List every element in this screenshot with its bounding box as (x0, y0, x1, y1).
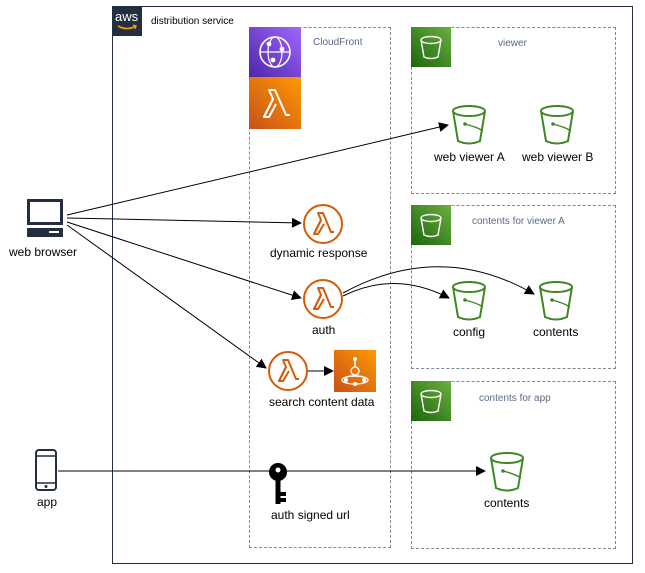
arrow-browser-to-search (66, 224, 267, 369)
web-browser-label: web browser (9, 245, 78, 259)
lambda-icon (267, 350, 309, 392)
arrow-browser-to-dynamic (66, 217, 302, 228)
contents-for-app-label: contents for app (479, 393, 551, 404)
config-label: config (453, 325, 486, 339)
contents-app-label: contents (484, 496, 530, 510)
aws-logo: aws (112, 6, 142, 36)
auth-signed-url-label: auth signed url (271, 508, 350, 522)
web-viewer-b-label: web viewer B (522, 150, 594, 164)
bucket-icon (449, 280, 489, 324)
bucket-icon (487, 451, 527, 495)
aws-group-label: distribution service (151, 16, 234, 27)
aws-smile-icon (117, 24, 137, 30)
contents-a-group-s3-icon (411, 205, 451, 245)
contents-a-label: contents (533, 325, 579, 339)
contents-for-viewer-a-group (411, 205, 616, 369)
bucket-icon (537, 104, 577, 148)
cloudfront-icon (249, 27, 301, 77)
web-browser-icon (23, 198, 67, 240)
arrow-browser-to-auth (66, 221, 302, 300)
cloudfront-group (249, 27, 391, 548)
lambda-icon (302, 278, 344, 320)
contents-app-group-s3-icon (411, 381, 451, 421)
aws-logo-text: aws (115, 9, 139, 24)
contents-for-viewer-a-label: contents for viewer A (472, 216, 565, 227)
search-content-data-label: search content data (269, 395, 375, 409)
viewer-group-label: viewer (498, 38, 527, 49)
contents-for-app-group (411, 381, 616, 549)
aws-cloud-group (112, 6, 633, 564)
web-viewer-a-label: web viewer A (434, 150, 505, 164)
dynamic-response-label: dynamic response (270, 246, 368, 260)
arrow-auth-to-contents (342, 266, 535, 295)
cloudfront-label: CloudFront (313, 37, 363, 48)
auth-label: auth (312, 323, 336, 337)
bucket-icon (536, 280, 576, 324)
arrow-browser-to-viewer-a (66, 122, 449, 216)
arrow-auth-to-config (342, 283, 450, 299)
content-database-icon (334, 350, 376, 392)
viewer-group-s3-icon (411, 27, 451, 67)
app-label: app (37, 495, 58, 509)
key-icon (266, 462, 290, 506)
app-phone-icon (34, 449, 58, 491)
viewer-group (411, 27, 616, 194)
bucket-icon (449, 104, 489, 148)
lambda-edge-icon (249, 77, 301, 129)
lambda-icon (302, 203, 344, 245)
